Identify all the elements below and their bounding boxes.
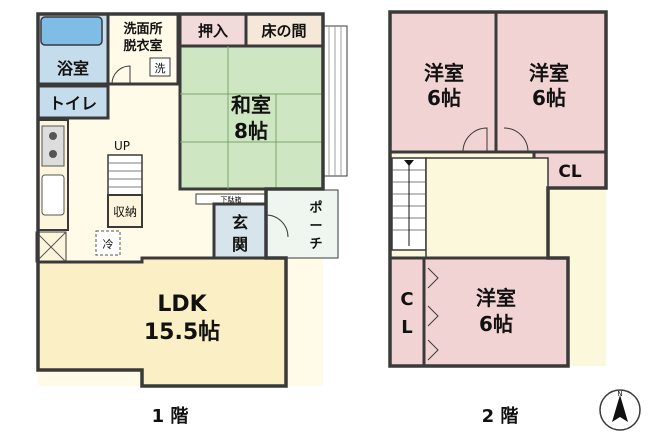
washroom-door-swing	[111, 65, 131, 85]
closet-side-label-1: C	[400, 289, 413, 310]
room-c	[422, 256, 570, 368]
room-a-label-1: 洋室	[424, 61, 464, 85]
washitsu-room	[178, 44, 325, 191]
porch-label-1: ポ	[309, 200, 322, 216]
entrance-label-2: 関	[232, 235, 248, 254]
washitsu-label-2: 8帖	[234, 119, 268, 143]
compass-arrow-icon	[612, 395, 628, 422]
bath-label: 浴室	[57, 59, 89, 78]
room-b-label-2: 6帖	[532, 86, 566, 110]
porch	[265, 189, 339, 259]
room-b-label-1: 洋室	[529, 61, 569, 85]
stove	[41, 125, 65, 167]
room-c-label-1: 洋室	[476, 286, 516, 310]
fridge-label: 冷	[103, 238, 114, 251]
stair-up-label: UP	[114, 139, 130, 153]
burner-1	[49, 132, 57, 140]
pantry-cross-2	[35, 231, 67, 263]
porch-label-2: ー	[309, 219, 322, 234]
ldk-label-2: 15.5帖	[144, 320, 220, 345]
floor-2-caption: 2 階	[482, 406, 519, 427]
shoebox-label: 下駄箱	[221, 195, 242, 204]
tatami-lines	[180, 46, 323, 189]
floor-1-outer-wall	[36, 12, 325, 388]
washroom-label-2: 脱衣室	[123, 38, 162, 54]
stair-1f-treads	[108, 162, 142, 188]
room-a-door-swing	[462, 127, 488, 153]
washroom-label-1: 洗面所	[123, 21, 162, 37]
compass: N	[599, 389, 641, 431]
ldk-label-1: LDK	[157, 292, 207, 317]
closet-top-label: CL	[558, 162, 581, 182]
closet-side	[388, 256, 426, 368]
closet-label: 押入	[198, 22, 228, 40]
bathtub	[40, 16, 103, 46]
entrance-label-1: 玄	[232, 213, 248, 232]
toilet-label: トイレ	[49, 94, 97, 113]
room-b-door-swing	[503, 127, 529, 153]
storage	[107, 194, 143, 228]
floor-1-plan: 浴室 トイレ 洗面所 脱衣室 洗 押入 床の間 和室 8帖	[35, 12, 348, 427]
closet-folding-doors	[427, 267, 439, 361]
washitsu-label-1: 和室	[231, 93, 271, 117]
porch-label-3: チ	[309, 237, 322, 252]
burner-2	[49, 150, 57, 158]
washer-box	[149, 57, 171, 77]
closet-side-label-2: L	[401, 317, 412, 338]
room-c-label-2: 6帖	[479, 312, 513, 336]
stair-1f	[107, 154, 143, 196]
toilet-room	[36, 84, 110, 120]
storage-label: 収納	[113, 205, 137, 219]
veranda-slats	[328, 26, 342, 176]
sink	[41, 174, 65, 216]
room-a-label-2: 6帖	[427, 86, 461, 110]
floor-2-outer-wall	[388, 10, 608, 368]
floor-2-plan: 洋室 6帖 洋室 6帖 CL DN C L	[388, 10, 608, 427]
hall-2f	[425, 157, 549, 259]
floor-1-caption: 1 階	[152, 406, 189, 427]
fridge-space	[95, 230, 121, 256]
washer-label: 洗	[155, 62, 166, 75]
tokonoma-label: 床の間	[261, 22, 306, 40]
compass-label: N	[617, 390, 622, 398]
entrance-door-swing	[265, 214, 289, 238]
